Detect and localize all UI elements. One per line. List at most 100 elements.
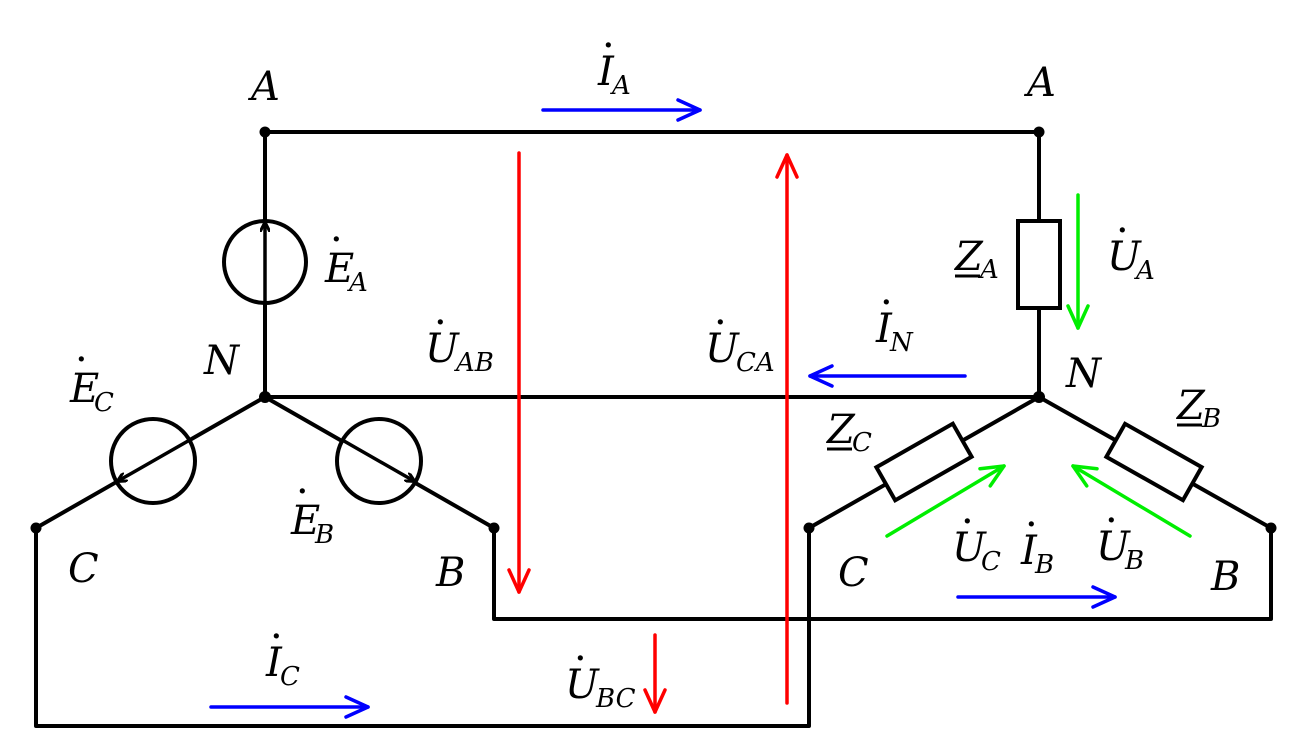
line-c-wire — [34, 526, 811, 728]
label-main: E — [290, 498, 320, 544]
dot-mark: · — [1025, 502, 1038, 548]
label-main: Z — [953, 234, 984, 280]
label-main: Z — [825, 407, 856, 453]
dot-mark: · — [602, 23, 615, 69]
source-eb-symbol — [335, 417, 423, 505]
impedance-za-symbol — [1016, 219, 1062, 310]
source-ea-symbol — [222, 219, 308, 305]
node-dot-load-a — [1033, 126, 1045, 138]
arrow-head — [775, 153, 799, 179]
dot-mark: · — [330, 217, 343, 263]
arrow-voltage-ub — [1071, 464, 1192, 538]
arrow-head — [808, 364, 834, 388]
node-label-source-b: B — [435, 550, 465, 596]
label-zc: Z C — [825, 407, 872, 458]
arrow-voltage-uc — [885, 464, 1006, 538]
label-subscript: A — [978, 255, 999, 285]
node-dots — [30, 126, 1277, 534]
node-dot-load-n — [1033, 391, 1045, 403]
label-subscript: C — [94, 388, 114, 418]
node-label-load-n: N — [1065, 351, 1103, 397]
arrow-head — [978, 464, 1006, 488]
label-subscript: N — [889, 328, 914, 358]
impedance-zc-symbol — [873, 420, 975, 504]
label-uc: · U C — [952, 499, 1001, 577]
arrow-current-ia — [541, 98, 702, 122]
labels: A A N N C B C B · E A · E C · E B Z A — [68, 23, 1240, 714]
dot-mark: · — [1105, 498, 1118, 544]
label-ec: · E C — [69, 337, 114, 418]
label-subscript: C — [280, 662, 300, 692]
dot-mark: · — [270, 614, 283, 660]
arrow-head — [1071, 464, 1099, 488]
source-ec-symbol — [109, 417, 197, 505]
label-ua: · U A — [1107, 208, 1155, 286]
node-label-source-c: C — [68, 546, 99, 592]
label-eb: · E B — [290, 469, 334, 550]
label-ea: · E A — [324, 217, 368, 298]
arrow-voltage-uab — [507, 151, 531, 594]
arrow-current-ib — [956, 585, 1117, 609]
arrow-shaft — [885, 464, 1006, 538]
label-zb: Z B — [1175, 383, 1221, 434]
label-za: Z A — [953, 234, 999, 285]
dot-mark: · — [880, 280, 893, 326]
label-subscript: C — [852, 428, 872, 458]
dot-mark: · — [296, 469, 309, 515]
arrow-shaft — [1071, 464, 1192, 538]
label-subscript: AB — [454, 348, 494, 378]
label-ic: · I C — [265, 614, 300, 692]
label-subscript: A — [347, 268, 368, 298]
label-main: U — [425, 326, 460, 372]
dot-mark: · — [574, 636, 587, 682]
label-main: U — [705, 326, 740, 372]
arrow-head — [643, 688, 667, 714]
label-main: I — [875, 306, 893, 352]
node-label-source-a: A — [247, 64, 280, 110]
arrow-voltage-ubc — [643, 633, 667, 714]
label-ia: · I A — [597, 23, 631, 101]
label-uca: · U CA — [705, 300, 775, 378]
label-subscript: B — [314, 520, 334, 550]
label-main: Z — [1175, 383, 1206, 429]
label-ub: · U B — [1096, 498, 1144, 576]
dot-mark: · — [714, 300, 727, 346]
label-ubc: · U BC — [565, 636, 636, 714]
label-subscript: C — [981, 547, 1001, 577]
label-subscript: A — [610, 71, 631, 101]
dot-mark: · — [434, 300, 447, 346]
node-dot-source-a — [259, 126, 271, 138]
dot-mark: · — [961, 499, 974, 545]
arrow-voltage-uca — [775, 153, 799, 705]
arrows-layer — [209, 98, 1192, 719]
arrow-voltage-ua — [1066, 193, 1090, 330]
dot-mark: · — [75, 337, 88, 383]
label-main: U — [952, 525, 987, 571]
dot-mark: · — [1116, 208, 1129, 254]
node-label-load-b: B — [1210, 554, 1240, 600]
label-in: · I N — [875, 280, 914, 358]
label-subscript: BC — [595, 684, 636, 714]
arrow-head — [344, 695, 370, 719]
label-subscript: B — [1201, 404, 1221, 434]
arrow-head — [1066, 304, 1090, 330]
label-main: U — [1107, 234, 1142, 280]
label-main: E — [324, 246, 354, 292]
label-main: U — [565, 662, 600, 708]
node-dot-load-b — [1265, 522, 1277, 534]
node-label-load-a: A — [1023, 60, 1056, 106]
line-b-wire — [492, 526, 1273, 621]
label-main: I — [265, 640, 283, 686]
label-main: E — [69, 366, 99, 412]
label-uab: · U AB — [425, 300, 494, 378]
label-subscript: A — [1134, 256, 1155, 286]
label-ib: · I B — [1020, 502, 1054, 580]
arrow-current-in — [808, 364, 967, 388]
label-subscript: B — [1124, 546, 1144, 576]
label-main: I — [597, 49, 615, 95]
arrow-current-ic — [209, 695, 370, 719]
arrow-head — [676, 98, 702, 122]
arrow-head — [1091, 585, 1117, 609]
label-subscript: B — [1034, 550, 1054, 580]
label-main: I — [1020, 528, 1038, 574]
